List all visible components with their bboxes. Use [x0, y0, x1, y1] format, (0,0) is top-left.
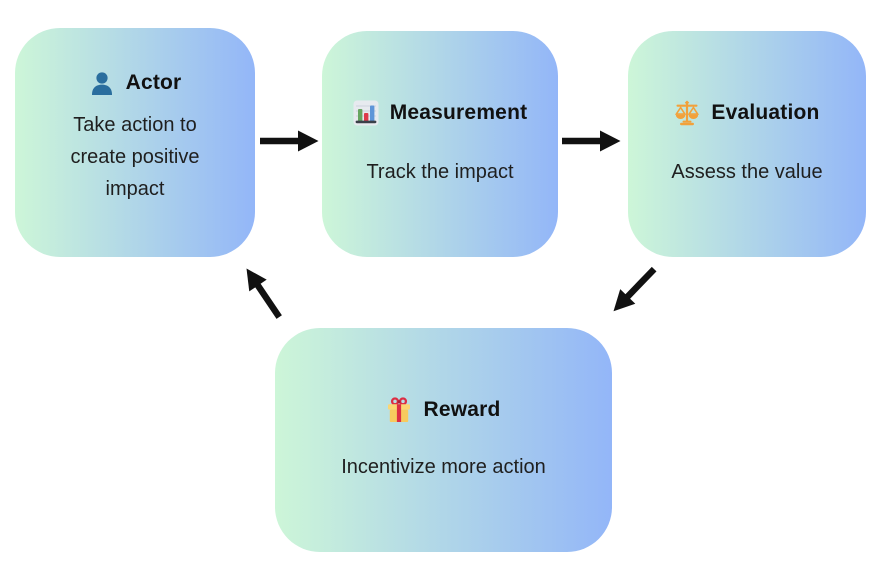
node-measurement: Measurement Track the impact — [322, 31, 558, 257]
arrow-actor-to-measurement-icon — [259, 129, 319, 153]
node-reward: Reward Incentivize more action — [275, 328, 612, 552]
person-icon — [89, 70, 115, 96]
node-reward-title: Reward — [423, 398, 501, 421]
node-evaluation-title-row: Evaluation — [674, 100, 819, 126]
node-actor-description: Take action to create positive impact — [70, 114, 200, 200]
bar-chart-icon — [353, 100, 379, 126]
arrow-measurement-to-evaluation-icon — [561, 129, 621, 153]
node-evaluation-title: Evaluation — [711, 101, 820, 124]
node-evaluation-description: Assess the value — [671, 161, 823, 183]
node-actor-title-row: Actor — [89, 70, 182, 96]
node-actor-title: Actor — [125, 71, 182, 94]
node-measurement-title-row: Measurement — [353, 100, 528, 126]
arrow-evaluation-to-reward-icon — [605, 260, 664, 320]
gift-icon — [386, 397, 412, 423]
node-measurement-description: Track the impact — [366, 161, 514, 183]
balance-scale-icon — [674, 100, 700, 126]
node-reward-title-row: Reward — [386, 397, 500, 423]
node-reward-description: Incentivize more action — [341, 456, 546, 478]
arrow-reward-to-actor-icon — [236, 261, 289, 324]
node-measurement-title: Measurement — [389, 101, 528, 124]
node-actor: Actor Take action to create positive imp… — [15, 28, 255, 257]
node-evaluation: Evaluation Assess the value — [628, 31, 866, 257]
